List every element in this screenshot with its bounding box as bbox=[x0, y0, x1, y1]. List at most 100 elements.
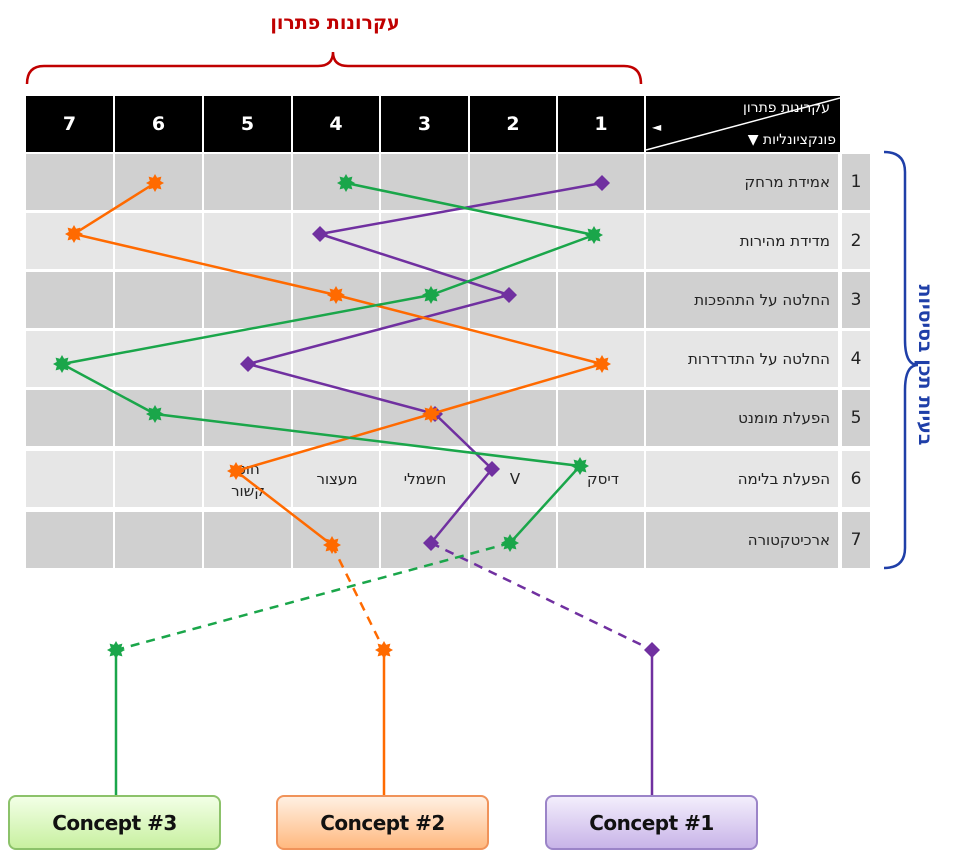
concept2_orange-marker bbox=[422, 405, 440, 423]
function-label-4: החלטה על התדרדרות bbox=[687, 350, 830, 368]
row-number-5: 5 bbox=[850, 408, 862, 428]
matrix-cell bbox=[26, 154, 115, 210]
row-number-1: 1 bbox=[850, 172, 862, 192]
matrix-cell bbox=[26, 272, 115, 328]
corner-diagonal bbox=[646, 97, 840, 151]
concept2_orange-marker bbox=[65, 225, 83, 243]
matrix-cell bbox=[293, 154, 381, 210]
concept-3-box: Concept #3 bbox=[8, 795, 221, 850]
matrix-cell bbox=[26, 390, 115, 446]
row-number-4: 4 bbox=[850, 349, 862, 369]
matrix-cell bbox=[470, 272, 558, 328]
column-header-4: 4 bbox=[293, 96, 381, 152]
function-label-6: הפעלת בלימה bbox=[737, 470, 830, 488]
matrix-cell bbox=[381, 451, 470, 507]
matrix-cell bbox=[470, 213, 558, 269]
concept1_purple-marker bbox=[484, 461, 500, 477]
concept3_green-end-marker bbox=[107, 641, 125, 659]
column-header-7: 7 bbox=[26, 96, 115, 152]
row-name-cell bbox=[646, 512, 840, 568]
row-name-cell bbox=[646, 213, 840, 269]
concept2_orange-marker bbox=[593, 355, 611, 373]
matrix-cell bbox=[204, 451, 293, 507]
cell-label-disc: דיסק bbox=[587, 470, 619, 488]
matrix-cell bbox=[381, 512, 470, 568]
table-row bbox=[26, 213, 840, 269]
concept1_purple-marker bbox=[240, 356, 256, 372]
concept3_green-dashed-connector bbox=[115, 541, 511, 652]
row-name-cell bbox=[646, 390, 840, 446]
table-row bbox=[26, 451, 840, 507]
table-row bbox=[26, 154, 840, 210]
function-label-3: החלטה על התהפכות bbox=[694, 291, 830, 309]
matrix-cell bbox=[558, 451, 646, 507]
matrix-cell bbox=[293, 213, 381, 269]
concept2_orange-path bbox=[70, 181, 607, 546]
corner-functionalities: פונקציונליות ▼ bbox=[747, 132, 836, 148]
matrix-cell bbox=[558, 213, 646, 269]
concept3_green-marker bbox=[337, 174, 355, 192]
concept2_orange-marker bbox=[323, 536, 341, 554]
matrix-cell bbox=[115, 272, 204, 328]
matrix-cell bbox=[558, 272, 646, 328]
row-number-7: 7 bbox=[850, 530, 862, 550]
matrix-cell bbox=[204, 512, 293, 568]
table-row bbox=[26, 272, 840, 328]
cell-label-brake: מעצור bbox=[316, 470, 358, 488]
corner-solution-principles: עקרונות פתרון bbox=[743, 100, 830, 116]
table-row bbox=[26, 390, 840, 446]
matrix-cell bbox=[26, 331, 115, 387]
matrix-cell bbox=[26, 512, 115, 568]
header-corner-cell: עקרונות פתרון ◄ פונקציונליות ▼ bbox=[646, 96, 840, 152]
concept3_green-marker bbox=[146, 405, 164, 423]
concept3_green-marker bbox=[585, 226, 603, 244]
concept1_purple-marker bbox=[501, 287, 517, 303]
matrix-cell bbox=[204, 213, 293, 269]
concept1_purple-marker bbox=[423, 535, 439, 551]
matrix-cell bbox=[204, 390, 293, 446]
matrix-cell bbox=[26, 451, 115, 507]
matrix-cell bbox=[293, 451, 381, 507]
function-label-5: הפעלת מומנט bbox=[738, 409, 830, 427]
column-header-3: 3 bbox=[381, 96, 470, 152]
row-name-cell bbox=[646, 451, 840, 507]
top-brace bbox=[25, 51, 643, 85]
concept1_purple-path bbox=[243, 181, 603, 544]
row-number-6: 6 bbox=[850, 469, 862, 489]
cell-label-electric: חשמלי bbox=[403, 470, 447, 488]
matrix-cell bbox=[558, 512, 646, 568]
concept3_green-marker bbox=[571, 457, 589, 475]
column-header-1: 1 bbox=[558, 96, 646, 152]
column-header-2: 2 bbox=[470, 96, 558, 152]
matrix-cell bbox=[558, 390, 646, 446]
cell-label-v: V bbox=[509, 470, 521, 488]
function-label-7: ארכיטקטורה bbox=[747, 531, 830, 549]
matrix-cell bbox=[381, 331, 470, 387]
matrix-cell bbox=[470, 154, 558, 210]
row-name-cell bbox=[646, 331, 840, 387]
concept1_purple-end-marker bbox=[644, 642, 660, 658]
concept1_purple-marker bbox=[594, 175, 610, 191]
concept2_orange-dashed-connector bbox=[330, 544, 386, 651]
concept2_orange-marker bbox=[327, 286, 345, 304]
concept3_green-marker bbox=[422, 286, 440, 304]
matrix-cell bbox=[204, 154, 293, 210]
function-label-1: אמידת מרחק bbox=[744, 173, 830, 191]
column-header-6: 6 bbox=[115, 96, 204, 152]
row-number-3: 3 bbox=[850, 290, 862, 310]
left-arrow-icon: ◄ bbox=[652, 120, 662, 134]
concept1_purple-dashed-connector bbox=[430, 541, 653, 652]
matrix-cell bbox=[115, 512, 204, 568]
concept3_green-marker bbox=[501, 534, 519, 552]
concept-1-box: Concept #1 bbox=[545, 795, 758, 850]
solution-principles-title: עקרונות פתרון bbox=[270, 12, 400, 34]
concept-2-box: Concept #2 bbox=[276, 795, 489, 850]
row-name-cell bbox=[646, 272, 840, 328]
concept2_orange-end-marker bbox=[375, 641, 393, 659]
function-label-2: מדידת מהירות bbox=[739, 232, 830, 250]
concept2_orange-marker bbox=[227, 462, 245, 480]
concept3_green-marker bbox=[53, 355, 71, 373]
concept1_purple-marker bbox=[312, 226, 328, 242]
